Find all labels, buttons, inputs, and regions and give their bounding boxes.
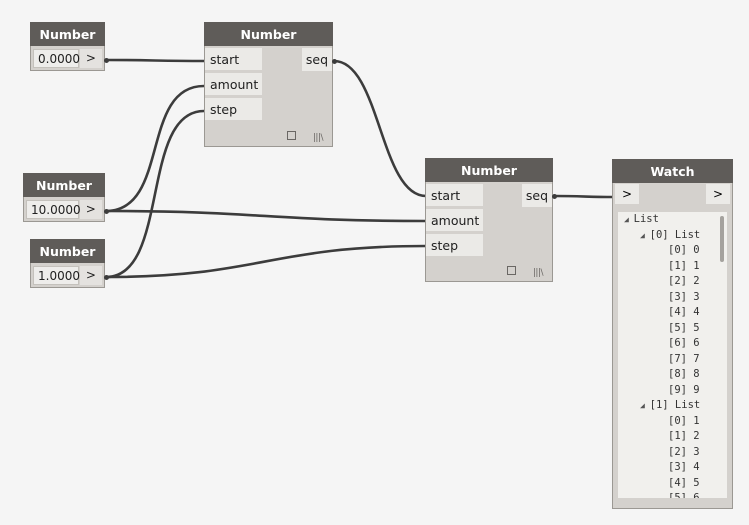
- input-port-amount[interactable]: amount: [205, 73, 262, 96]
- output-port[interactable]: >: [79, 199, 102, 219]
- connector-dot: [104, 275, 109, 280]
- connector-dot: [332, 59, 337, 64]
- wire-number1-to-sequence1-start[interactable]: [105, 58, 205, 63]
- node-title[interactable]: Number: [23, 173, 105, 197]
- output-port[interactable]: >: [706, 184, 730, 204]
- watch-node[interactable]: Watch > > ◢ List◢ [0] List[0] 0[1] 1[2] …: [612, 159, 733, 509]
- input-port-amount[interactable]: amount: [426, 209, 483, 232]
- watch-list-text: [3] 3: [668, 290, 700, 303]
- lacing-icon[interactable]: |||\: [532, 268, 544, 278]
- output-port[interactable]: >: [79, 265, 102, 285]
- watch-list-item: ◢ List: [618, 212, 727, 228]
- node-title[interactable]: Number: [30, 22, 105, 46]
- number-node-2[interactable]: Number 10.0000 >: [23, 173, 105, 222]
- output-port-seq[interactable]: seq: [302, 48, 332, 71]
- watch-list-text: [0] 0: [668, 244, 700, 256]
- input-port-start[interactable]: start: [426, 184, 483, 207]
- watch-list-text: [0] 1: [668, 414, 700, 427]
- number-node-1[interactable]: Number 0.0000 >: [30, 22, 105, 71]
- node-body: start amount step seq |||\: [204, 46, 333, 147]
- watch-list-item: [5] 5: [618, 321, 727, 337]
- node-body: > > ◢ List◢ [0] List[0] 0[1] 1[2] 2[3] 3…: [612, 183, 733, 509]
- watch-list-item: [2] 3: [618, 445, 727, 461]
- wire-sequence2-to-watch[interactable]: [553, 194, 614, 199]
- watch-list-text: [5] 5: [668, 321, 700, 334]
- watch-list-item: [6] 6: [618, 336, 727, 352]
- wire-number3-to-sequence2-step[interactable]: [105, 244, 427, 279]
- number-sequence-node-1[interactable]: Number Sequence start amount step seq ||…: [204, 22, 333, 147]
- output-port-seq[interactable]: seq: [522, 184, 552, 207]
- node-title[interactable]: Number: [30, 239, 105, 263]
- watch-ports: > >: [613, 183, 732, 205]
- input-port-start[interactable]: start: [205, 48, 262, 71]
- watch-list-item: [3] 4: [618, 460, 727, 476]
- number-input[interactable]: 1.0000: [33, 265, 80, 285]
- watch-list-text: [4] 5: [668, 476, 700, 489]
- watch-list-item: [4] 4: [618, 305, 727, 321]
- watch-list-text: [9] 9: [668, 383, 700, 396]
- watch-list-item: [0] 1: [618, 414, 727, 430]
- watch-list-text: [1] 2: [668, 430, 700, 442]
- number-input[interactable]: 10.0000: [26, 199, 81, 219]
- triangle-down-icon[interactable]: ◢: [624, 215, 634, 224]
- watch-list-text: [2] 2: [668, 275, 700, 287]
- number-node-3[interactable]: Number 1.0000 >: [30, 239, 105, 288]
- square-icon[interactable]: [507, 266, 516, 275]
- watch-list-text: [3] 4: [668, 461, 700, 473]
- triangle-down-icon[interactable]: ◢: [640, 230, 650, 240]
- node-title[interactable]: Number Sequence: [204, 22, 333, 66]
- connector-dot: [104, 209, 109, 214]
- watch-list-item: [5] 6: [618, 491, 727, 498]
- watch-list-text: [5] 6: [668, 492, 700, 498]
- watch-list-text: [4] 4: [668, 306, 700, 318]
- watch-list-view[interactable]: ◢ List◢ [0] List[0] 0[1] 1[2] 2[3] 3[4] …: [618, 212, 727, 498]
- wire-sequence1-to-sequence2-start[interactable]: [333, 59, 427, 198]
- square-icon[interactable]: [287, 131, 296, 140]
- wire-number3-to-sequence1-step[interactable]: [105, 109, 205, 279]
- node-title[interactable]: Number Sequence: [425, 158, 553, 202]
- watch-list-item: [1] 1: [618, 259, 727, 275]
- watch-list-text: [8] 8: [668, 368, 700, 380]
- input-port-step[interactable]: step: [205, 98, 262, 121]
- watch-list-item: [7] 7: [618, 352, 727, 368]
- watch-list-item: [0] 0: [618, 243, 727, 259]
- number-sequence-node-2[interactable]: Number Sequence start amount step seq ||…: [425, 158, 553, 282]
- watch-list-item: [8] 8: [618, 367, 727, 383]
- node-body: start amount step seq |||\: [425, 182, 553, 282]
- input-port-step[interactable]: step: [426, 234, 483, 257]
- wire-number2-to-sequence2-amount[interactable]: [105, 209, 427, 223]
- watch-list-text: [2] 3: [668, 445, 700, 458]
- watch-list-item: [2] 2: [618, 274, 727, 290]
- output-port[interactable]: >: [79, 48, 102, 68]
- connector-dot: [552, 194, 557, 199]
- scrollbar[interactable]: [720, 216, 724, 262]
- node-body: 10.0000 >: [23, 197, 105, 222]
- node-body: 0.0000 >: [30, 46, 105, 71]
- input-port[interactable]: >: [615, 184, 639, 204]
- watch-list-item: ◢ [0] List: [618, 228, 727, 244]
- watch-list-item: ◢ [1] List: [618, 398, 727, 414]
- watch-list-text: [0] List: [649, 228, 701, 241]
- node-title[interactable]: Watch: [612, 159, 733, 183]
- wire-number2-to-sequence1-amount[interactable]: [105, 84, 205, 213]
- connector-dot: [104, 58, 109, 63]
- watch-list-item: [4] 5: [618, 476, 727, 492]
- lacing-icon[interactable]: |||\: [312, 133, 324, 143]
- triangle-down-icon[interactable]: ◢: [640, 401, 650, 410]
- watch-list-text: [7] 7: [668, 352, 700, 365]
- number-input[interactable]: 0.0000: [33, 48, 80, 68]
- watch-list-text: [1] 1: [668, 259, 700, 272]
- watch-list-item: [9] 9: [618, 383, 727, 399]
- watch-list-item: [3] 3: [618, 290, 727, 306]
- watch-list-text: [1] List: [649, 399, 701, 411]
- watch-list-item: [1] 2: [618, 429, 727, 445]
- watch-list-text: [6] 6: [668, 337, 700, 349]
- node-body: 1.0000 >: [30, 263, 105, 288]
- watch-list-text: List: [633, 213, 659, 225]
